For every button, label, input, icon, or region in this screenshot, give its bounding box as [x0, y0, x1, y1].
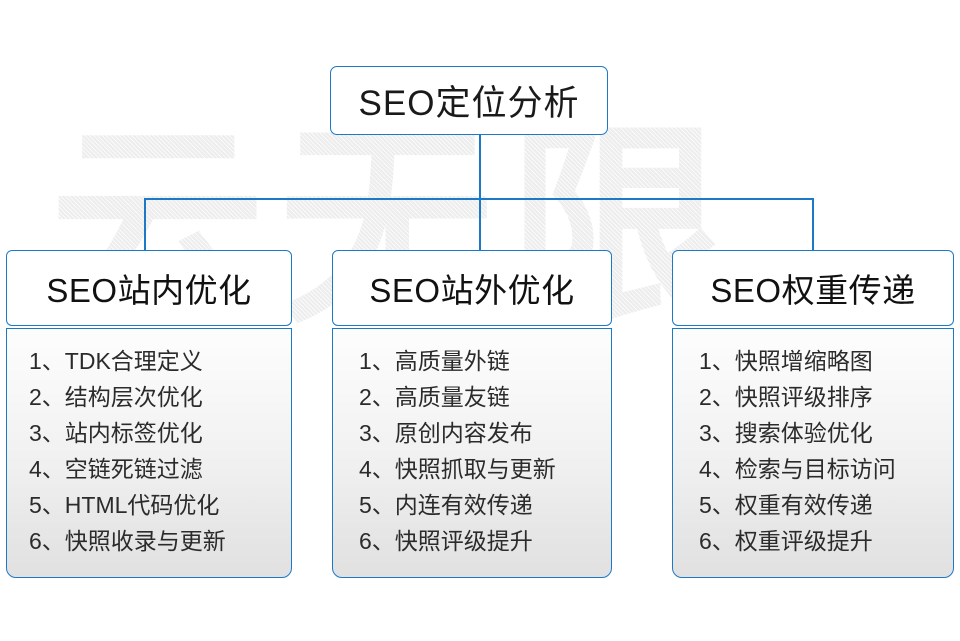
list-item: 6、快照收录与更新 [29, 528, 226, 554]
list-item: 2、结构层次优化 [29, 384, 203, 410]
list-item: 6、快照评级提升 [359, 528, 533, 554]
column-2-item-list: 1、高质量外链 2、高质量友链 3、原创内容发布 4、快照抓取与更新 5、内连有… [333, 343, 611, 559]
root-node[interactable]: SEO定位分析 [330, 66, 608, 135]
column-3-item-list: 1、快照增缩略图 2、快照评级排序 3、搜索体验优化 4、检索与目标访问 5、权… [673, 343, 953, 559]
list-item: 1、快照增缩略图 [699, 348, 873, 374]
root-node-title: SEO定位分析 [358, 84, 580, 123]
column-seo-onsite: SEO站内优化 1、TDK合理定义 2、结构层次优化 3、站内标签优化 4、空链… [6, 250, 292, 578]
connector-drop-column-2 [479, 198, 481, 250]
column-1-header[interactable]: SEO站内优化 [6, 250, 292, 326]
list-item: 5、内连有效传递 [359, 492, 533, 518]
list-item: 5、权重有效传递 [699, 492, 873, 518]
column-seo-offsite: SEO站外优化 1、高质量外链 2、高质量友链 3、原创内容发布 4、快照抓取与… [332, 250, 612, 578]
column-seo-weight-transfer: SEO权重传递 1、快照增缩略图 2、快照评级排序 3、搜索体验优化 4、检索与… [672, 250, 954, 578]
column-3-header[interactable]: SEO权重传递 [672, 250, 954, 326]
list-item: 1、高质量外链 [359, 348, 510, 374]
list-item: 4、快照抓取与更新 [359, 456, 556, 482]
column-2-body: 1、高质量外链 2、高质量友链 3、原创内容发布 4、快照抓取与更新 5、内连有… [332, 328, 612, 578]
column-2-header[interactable]: SEO站外优化 [332, 250, 612, 326]
column-2-header-label: SEO站外优化 [369, 272, 575, 309]
list-item: 6、权重评级提升 [699, 528, 873, 554]
connector-drop-column-3 [812, 198, 814, 250]
list-item: 3、原创内容发布 [359, 420, 533, 446]
column-1-header-label: SEO站内优化 [46, 272, 252, 309]
list-item: 3、站内标签优化 [29, 420, 203, 446]
list-item: 2、高质量友链 [359, 384, 510, 410]
list-item: 4、空链死链过滤 [29, 456, 203, 482]
column-3-body: 1、快照增缩略图 2、快照评级排序 3、搜索体验优化 4、检索与目标访问 5、权… [672, 328, 954, 578]
column-1-body: 1、TDK合理定义 2、结构层次优化 3、站内标签优化 4、空链死链过滤 5、H… [6, 328, 292, 578]
list-item: 3、搜索体验优化 [699, 420, 873, 446]
connector-root-stem [479, 135, 481, 199]
list-item: 2、快照评级排序 [699, 384, 873, 410]
list-item: 1、TDK合理定义 [29, 348, 203, 374]
connector-drop-column-1 [144, 198, 146, 250]
column-1-item-list: 1、TDK合理定义 2、结构层次优化 3、站内标签优化 4、空链死链过滤 5、H… [7, 343, 291, 559]
list-item: 5、HTML代码优化 [29, 492, 220, 518]
list-item: 4、检索与目标访问 [699, 456, 896, 482]
column-3-header-label: SEO权重传递 [710, 272, 916, 309]
